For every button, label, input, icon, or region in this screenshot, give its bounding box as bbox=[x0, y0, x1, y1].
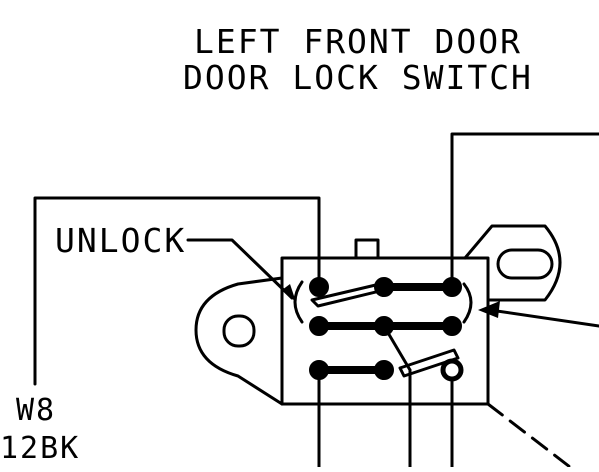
title-line-1: LEFT FRONT DOOR bbox=[194, 22, 522, 61]
terminal-1 bbox=[309, 277, 329, 297]
left-mounting-hole bbox=[222, 314, 256, 348]
terminal-3 bbox=[442, 277, 462, 297]
left-mounting-ear bbox=[194, 276, 284, 406]
wire-top-right bbox=[450, 132, 599, 289]
right-mounting-ear bbox=[463, 224, 562, 302]
wire-circuit-label: W8 bbox=[16, 393, 56, 428]
right-leader-line bbox=[488, 308, 599, 328]
wiper-blade-bottom bbox=[398, 348, 460, 378]
wire-color-label: 12BK bbox=[0, 431, 80, 466]
dashed-wire bbox=[486, 402, 572, 469]
terminal-8 bbox=[374, 360, 394, 380]
terminal-6 bbox=[442, 316, 462, 336]
terminal-7 bbox=[309, 360, 329, 380]
unlock-leader-line bbox=[186, 238, 294, 300]
terminal-4 bbox=[309, 316, 329, 336]
right-mounting-slot bbox=[496, 248, 554, 280]
unlock-arrowhead bbox=[282, 284, 296, 302]
terminal-9 bbox=[440, 358, 464, 382]
left-terminal-arc bbox=[293, 280, 304, 324]
unlock-label: UNLOCK bbox=[55, 221, 186, 260]
title-line-2: DOOR LOCK SWITCH bbox=[183, 58, 533, 97]
right-terminal-arc bbox=[462, 282, 473, 324]
terminal-2 bbox=[374, 277, 394, 297]
wire-w8-12bk bbox=[33, 196, 321, 386]
right-arrowhead bbox=[478, 301, 500, 318]
actuator-nub bbox=[354, 238, 380, 260]
terminal-5 bbox=[374, 316, 394, 336]
